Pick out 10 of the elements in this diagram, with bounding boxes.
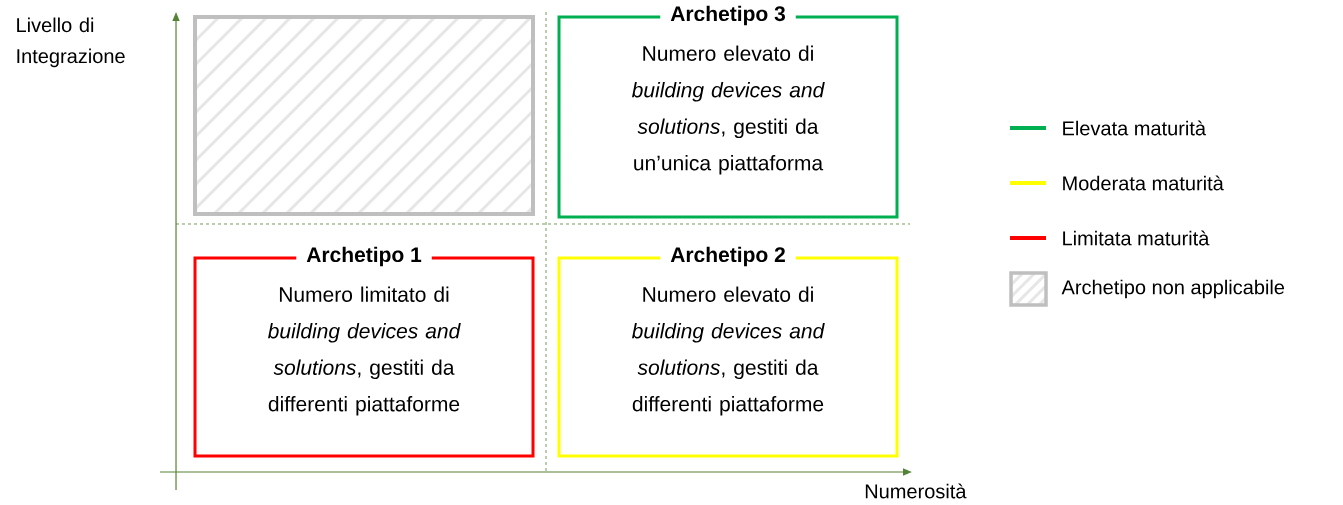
archetype-box: Archetipo 1 Numero limitato di building devices and solutions, gestiti da differenti piattaforme: [193, 244, 535, 458]
legend-label: Limitata maturità: [1063, 230, 1210, 246]
legend-label: Moderata maturità: [1063, 175, 1224, 191]
archetype-box: Archetipo 2 Numero elevato di building devices and solutions, gestiti da differenti piattaforme: [557, 244, 899, 458]
hatched-box: [193, 15, 535, 216]
legend-label: Archetipo non applicabile: [1061, 279, 1285, 299]
axis-label: Numerosità: [865, 483, 967, 499]
legend-label: Elevata maturità: [1063, 120, 1206, 136]
axis-label: Livello di Integrazione: [17, 17, 125, 68]
archetype-box: Archetipo 3 Numero elevato di building devices and solutions, gestiti da un’unica piattaforma: [557, 3, 899, 219]
